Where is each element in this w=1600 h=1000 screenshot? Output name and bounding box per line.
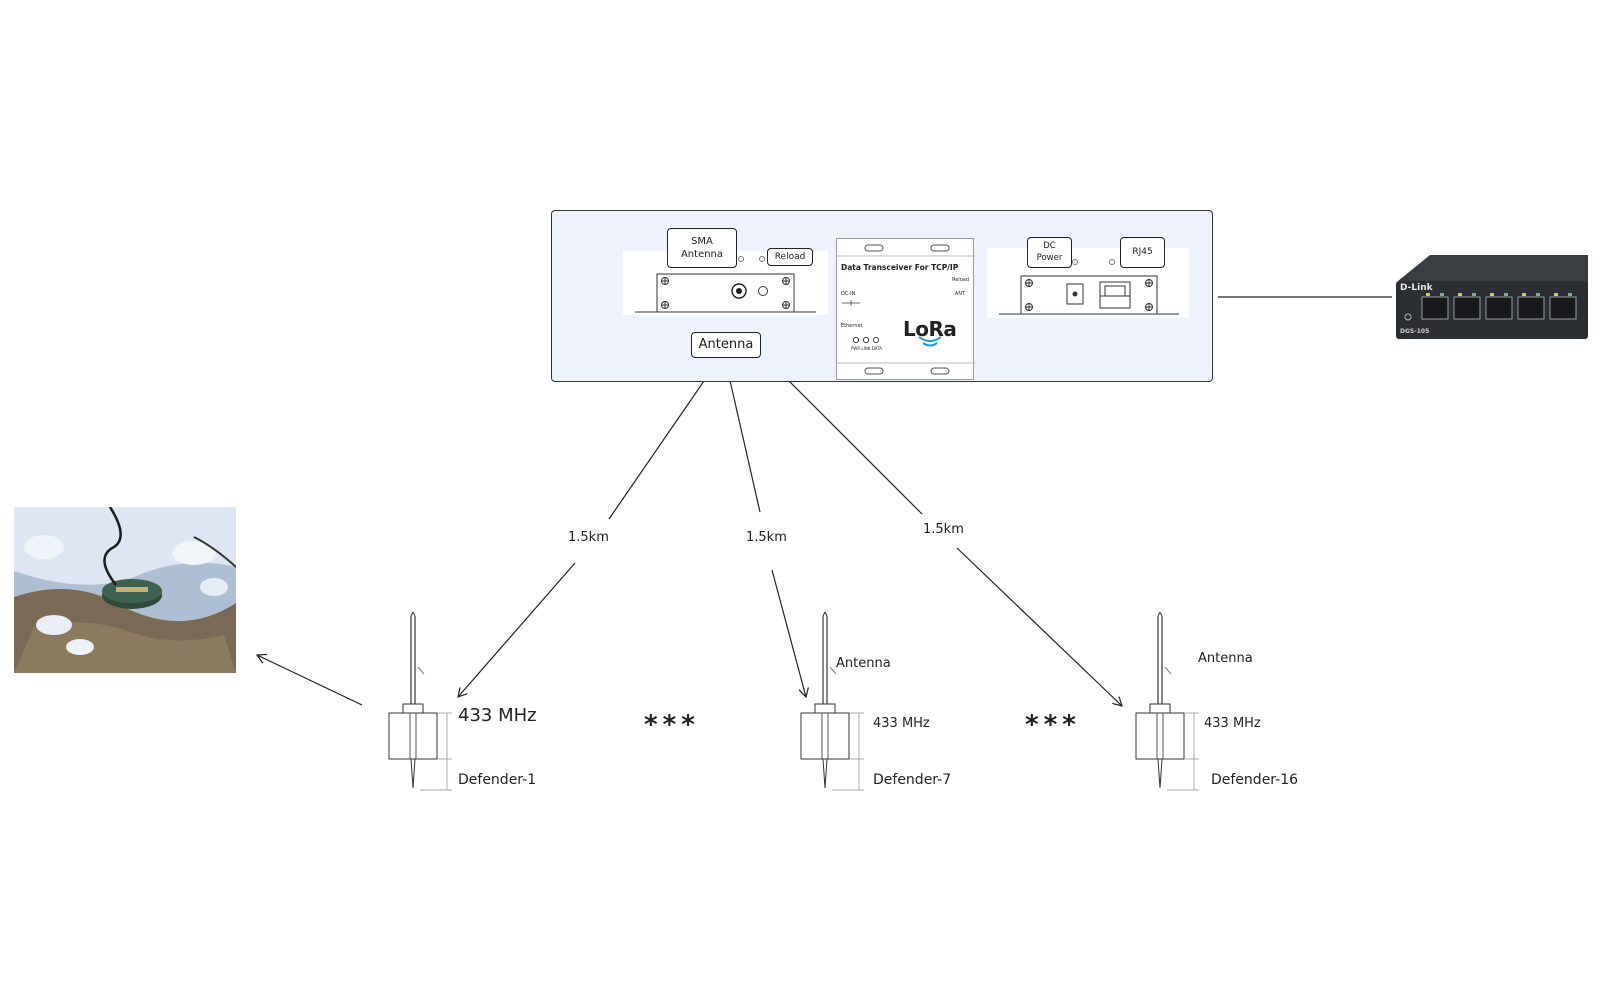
sma-antenna-text: SMA Antenna <box>680 235 724 261</box>
sma-antenna-label: SMA Antenna <box>667 228 737 268</box>
device-16-drawing <box>1135 612 1199 791</box>
link-2-lower-arrow <box>771 569 806 697</box>
link-1-upper-arrow <box>608 365 715 520</box>
link-3-upper-arrow <box>771 363 923 515</box>
field-photo <box>14 507 236 673</box>
rj45-text: RJ45 <box>1132 247 1153 258</box>
device-16-name: Defender-16 <box>1211 772 1299 788</box>
led-labels: PWR LINK DATA <box>851 346 883 351</box>
rj45-label: RJ45 <box>1120 237 1165 268</box>
dc-power-text: DC Power <box>1036 241 1063 263</box>
photo-arrow <box>257 655 363 706</box>
device-7-freq: 433 MHz <box>873 716 930 731</box>
front-reload-text: Reload <box>951 277 969 283</box>
device-16-antenna-label: Antenna <box>1198 651 1253 666</box>
distance-label-2: 1.5km <box>746 530 787 545</box>
device-1-freq: 433 MHz <box>458 705 537 726</box>
switch-brand: D-Link <box>1400 283 1433 293</box>
gateway-antenna-text: Antenna <box>698 337 754 353</box>
switch-drawing <box>1396 255 1588 339</box>
separator-2: * * * <box>1025 710 1076 740</box>
device-7-name: Defender-7 <box>873 772 952 788</box>
field-photo-drawing <box>14 507 236 673</box>
reload-text: Reload <box>774 251 806 262</box>
switch-model: DGS-105 <box>1400 328 1430 335</box>
device-1-name: Defender-1 <box>458 772 537 788</box>
reload-label: Reload <box>767 248 813 266</box>
lora-logo: LoRa <box>903 317 957 341</box>
link-2-upper-arrow <box>726 363 761 513</box>
dc-power-label: DC Power <box>1027 237 1072 268</box>
distance-label-1: 1.5km <box>568 530 609 545</box>
separator-1: * * * <box>644 710 695 740</box>
sma-side-drawing <box>635 256 816 313</box>
link-3-lower-arrow <box>956 547 1122 706</box>
gateway-front-panel: Data Transceiver For TCP/IP Reload DC-IN… <box>836 238 975 380</box>
ethernet-text: Ethernet <box>841 323 863 329</box>
distance-label-3: 1.5km <box>923 522 964 537</box>
front-panel-drawing <box>837 244 975 375</box>
device-1-drawing <box>388 612 452 791</box>
network-switch: D-Link DGS-105 <box>1392 253 1592 341</box>
power-side-drawing <box>999 259 1179 315</box>
device-7-drawing <box>800 612 864 791</box>
front-panel-title: Data Transceiver For TCP/IP <box>841 263 959 272</box>
gateway-antenna-label: Antenna <box>691 332 761 358</box>
ant-text: ANT <box>954 291 965 297</box>
device-7-antenna-label: Antenna <box>836 656 891 671</box>
dcin-text: DC-IN <box>841 291 856 297</box>
device-16-freq: 433 MHz <box>1204 716 1261 731</box>
link-1-lower-arrow <box>458 562 576 697</box>
